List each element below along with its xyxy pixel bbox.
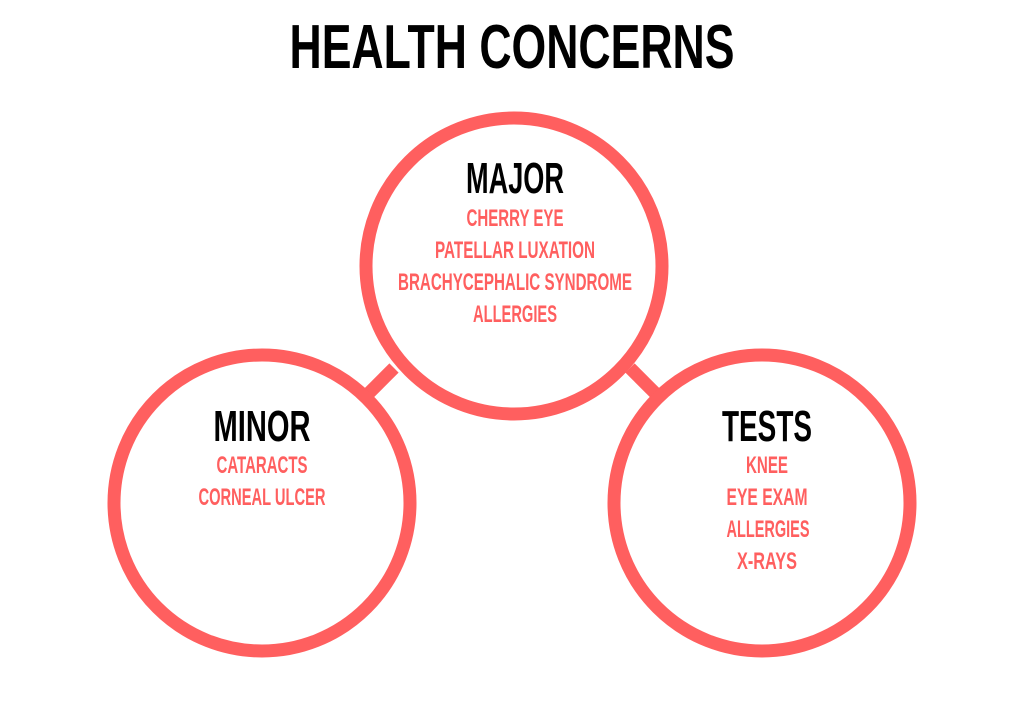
- major-item: CHERRY EYE: [467, 205, 564, 232]
- connector-major-tests: [625, 363, 661, 399]
- tests-item: X-RAYS: [737, 548, 797, 575]
- tests-item: EYE EXAM: [727, 484, 808, 511]
- connector-major-minor: [363, 363, 399, 399]
- circle-major: [359, 111, 669, 421]
- tests-item: KNEE: [746, 452, 788, 479]
- minor-item: CORNEAL ULCER: [199, 484, 326, 511]
- group-minor: MINOR CATARACTS CORNEAL ULCER: [199, 402, 326, 511]
- minor-item: CATARACTS: [217, 452, 308, 479]
- minor-heading: MINOR: [214, 402, 311, 451]
- major-item: BRACHYCEPHALIC SYNDROME: [398, 269, 632, 296]
- tests-heading: TESTS: [722, 402, 812, 451]
- group-major: MAJOR CHERRY EYE PATELLAR LUXATION BRACH…: [398, 154, 632, 328]
- major-heading: MAJOR: [466, 154, 564, 203]
- major-item: PATELLAR LUXATION: [435, 237, 595, 264]
- major-item: ALLERGIES: [473, 301, 557, 328]
- diagram-title: HEALTH CONCERNS: [290, 13, 735, 82]
- group-tests: TESTS KNEE EYE EXAM ALLERGIES X-RAYS: [722, 402, 812, 575]
- circle-minor: [107, 348, 417, 658]
- circle-tests: [607, 348, 917, 658]
- tests-item: ALLERGIES: [727, 516, 810, 543]
